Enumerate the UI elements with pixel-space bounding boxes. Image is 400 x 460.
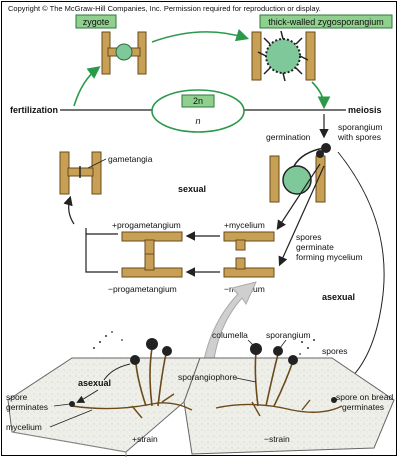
arrow-progametangium-to-gametangia	[63, 195, 75, 225]
sporangium-bottom-label: sporangium	[266, 330, 310, 340]
zygote-structure	[101, 31, 147, 75]
zygote-label-box	[75, 14, 117, 29]
arrow-zygosporangium-to-meiosis	[311, 81, 331, 110]
spore-germinates-pointer	[53, 403, 71, 407]
copyright-text: Copyright © The McGraw-Hill Companies, I…	[8, 4, 321, 13]
zygote-label: zygote	[83, 17, 110, 27]
mycelium-bottom-label: mycelium	[6, 422, 42, 432]
spore-germinating-right	[331, 397, 337, 403]
sporangiophores-right	[250, 343, 298, 407]
sporangiophore-pointer	[235, 377, 257, 383]
germinating-zygosporangium	[269, 143, 331, 203]
gametangia-structure	[59, 151, 102, 195]
plus-mycelium-label: +mycelium	[224, 220, 265, 230]
gametangia-pointer	[87, 158, 107, 169]
arrow-fertilization-to-zygote	[73, 66, 101, 107]
asexual-left-label: asexual	[78, 378, 111, 388]
spores-label: spores	[322, 346, 348, 356]
bread-mycelium-threads-right	[215, 399, 343, 417]
rhizopus-life-cycle-diagram: Copyright © The McGraw-Hill Companies, I…	[6, 4, 395, 457]
bread-slabs	[7, 357, 395, 457]
sporangium-with-spores-label-1: sporangium	[338, 122, 382, 132]
spores-germinate-label-2: germinate	[296, 242, 334, 252]
columella-pointer	[247, 339, 257, 349]
mycelium-structure	[223, 231, 275, 278]
zygosporangium-label: thick-walled zygosporangium	[268, 17, 384, 27]
two-n-box	[181, 94, 215, 108]
minus-strain-label: −strain	[264, 434, 290, 444]
n-label: n	[195, 116, 200, 126]
arrow-zygote-to-zygosporangium	[151, 28, 250, 43]
plus-progametangium-label: +progametangium	[112, 220, 181, 230]
gametangia-label: gametangia	[108, 154, 153, 164]
asexual-right-label: asexual	[322, 292, 355, 302]
sporangium-pointer	[279, 339, 287, 349]
arrow-spores-to-plus-mycelium	[276, 163, 321, 231]
progametangia-structure	[121, 231, 183, 278]
sexual-label: sexual	[178, 184, 206, 194]
asexual-loop-line	[331, 151, 385, 393]
spore-on-bread-label-1: spore on bread	[336, 392, 393, 402]
arrow-spores-to-minus-mycelium	[278, 165, 325, 267]
zygosporangium-label-box	[259, 14, 393, 29]
sporangiophore-label: sporangiophore	[178, 372, 237, 382]
meiosis-label: meiosis	[348, 105, 382, 115]
spores-germinate-label-1: spores	[296, 232, 322, 242]
minus-progametangium-label: −progametangium	[108, 284, 177, 294]
line-minus-progametangium-left	[85, 234, 118, 273]
scattered-spores	[93, 331, 315, 355]
asexual-left-arrow-2	[76, 389, 99, 403]
sporangiophores-left	[130, 338, 172, 407]
mycelium-pointer	[49, 409, 93, 428]
asexual-left-arrow	[103, 363, 131, 381]
columella-label: columella	[212, 330, 248, 340]
germination-label: germination	[266, 132, 311, 142]
zygosporangium-structure	[251, 30, 316, 82]
spore-germinates-label-1: spore	[6, 392, 28, 402]
two-n-label: 2n	[193, 96, 203, 106]
plus-strain-label: +strain	[132, 434, 158, 444]
sporangium-with-spores-label-2: with spores	[337, 132, 381, 142]
spore-on-bread-label-2: germinates	[342, 402, 384, 412]
spores-germinate-label-3: forming mycelium	[296, 252, 363, 262]
fertilization-label: fertilization	[10, 105, 58, 115]
spore-germinating-left	[69, 401, 75, 407]
ploidy-oval	[151, 89, 245, 133]
spore-germinates-label-2: germinates	[6, 402, 48, 412]
